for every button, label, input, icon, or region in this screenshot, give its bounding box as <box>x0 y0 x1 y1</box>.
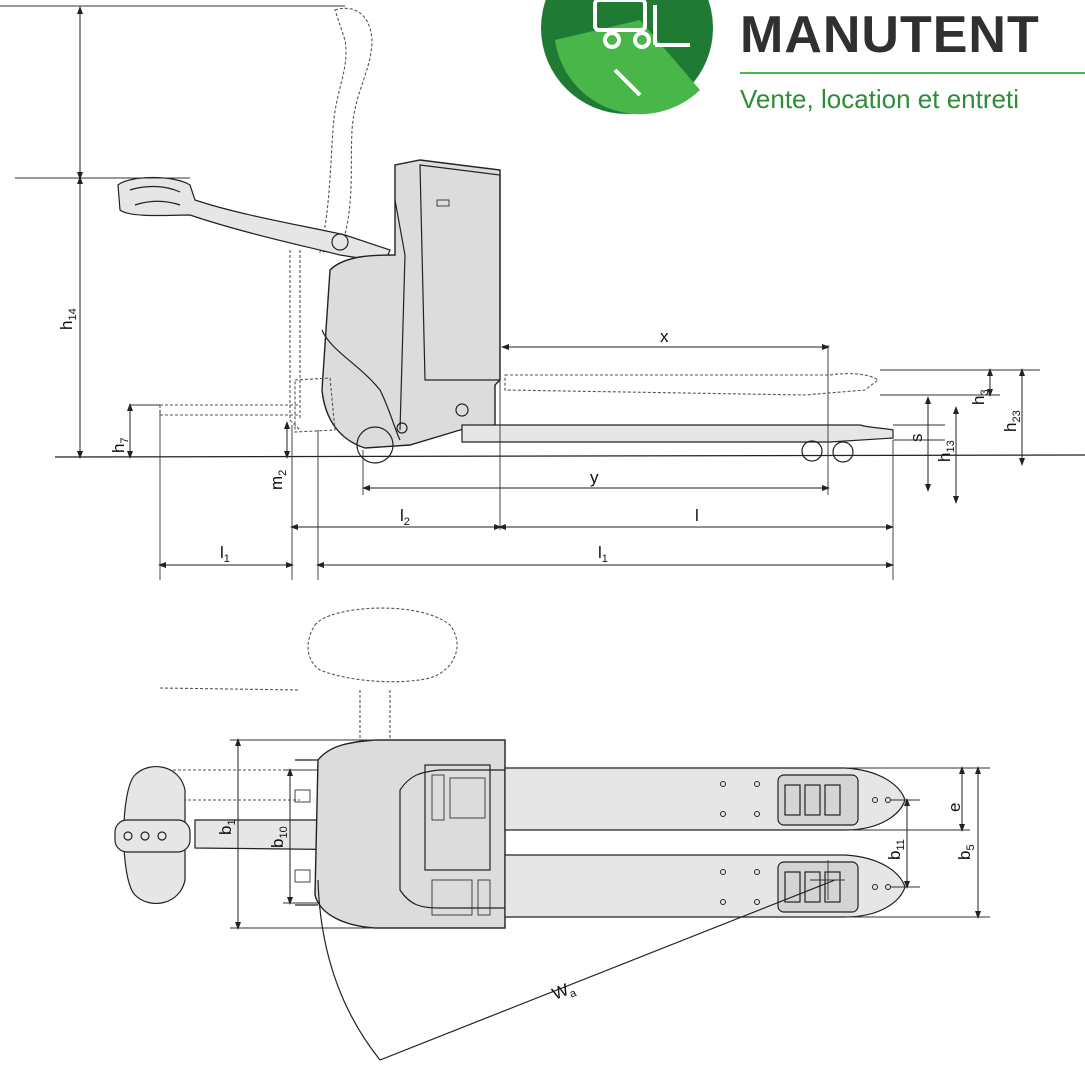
label-x: x <box>660 327 669 346</box>
label-h13: h13 <box>935 440 957 462</box>
tiller-arm <box>117 176 391 263</box>
label-l1-left: l1 <box>220 543 230 565</box>
label-h14: h14 <box>57 308 79 330</box>
company-logo: MANUTENT Vente, location et entreti <box>541 0 1085 115</box>
fork-lowered <box>461 424 894 443</box>
label-h3: h3 <box>969 389 991 405</box>
fork-raised-dashed <box>504 373 879 396</box>
turning-arc <box>317 879 381 1061</box>
label-b1: b1 <box>216 819 238 835</box>
truck-body <box>321 159 501 449</box>
label-s: s <box>907 434 926 443</box>
label-h7: h7 <box>109 437 131 453</box>
label-l2: l2 <box>400 506 410 528</box>
ground-line <box>54 454 1085 458</box>
forklift-icon <box>593 0 690 97</box>
label-e: e <box>945 803 964 812</box>
label-y: y <box>590 468 599 487</box>
logo-tagline: Vente, location et entreti <box>740 84 1019 114</box>
label-b5: b5 <box>955 844 977 860</box>
tiller-head-upright-dashed <box>307 607 458 683</box>
tiller-upright-dashed <box>319 7 373 253</box>
label-h23: h23 <box>1001 410 1023 432</box>
label-l: l <box>695 506 699 525</box>
label-b11: b11 <box>885 839 907 860</box>
label-wa: Wa <box>549 977 579 1006</box>
side-view: h14 h7 m2 x y l2 l l1 l1 h3 h23 s h13 <box>0 5 1085 580</box>
top-view: b1 b10 e b11 b5 Wa <box>114 607 990 1061</box>
label-l1-right: l1 <box>598 543 608 565</box>
logo-wordmark: MANUTENT <box>740 6 1040 64</box>
chassis-top <box>314 739 506 929</box>
turning-radius-line <box>379 879 836 1061</box>
label-m2: m2 <box>267 470 289 490</box>
label-b10: b10 <box>268 826 290 848</box>
